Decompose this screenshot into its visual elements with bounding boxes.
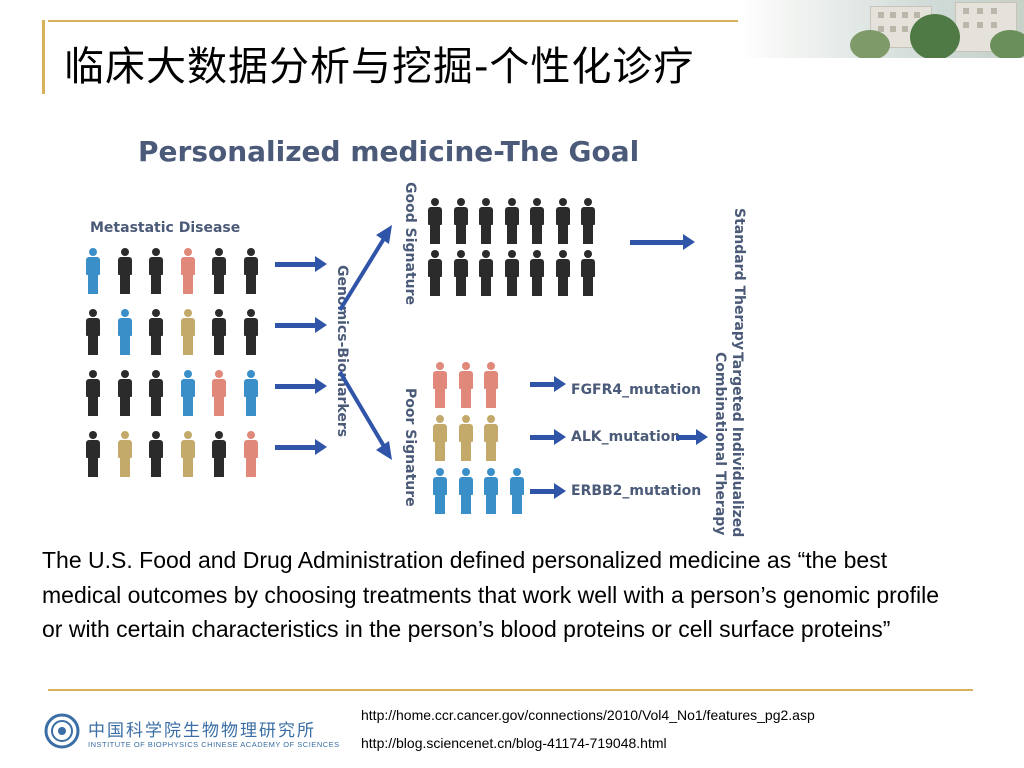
patient-figure-black <box>453 198 468 244</box>
patient-figure-blue <box>243 370 258 416</box>
patient-figure-black <box>504 198 519 244</box>
fgfr4-arrow <box>530 376 566 392</box>
footer-rule <box>48 689 973 691</box>
patient-figure-black <box>243 248 258 294</box>
patient-figure-black <box>243 309 258 355</box>
good-branch-arrow-line <box>338 235 387 312</box>
patient-figure-black <box>479 198 493 244</box>
patient-figure-tan <box>117 431 132 477</box>
patient-figure-blue <box>509 468 524 514</box>
reference-link-2[interactable]: http://blog.sciencenet.cn/blog-41174-719… <box>361 735 667 751</box>
patient-figure-salmon <box>484 362 498 408</box>
patient-figure-black <box>149 248 163 294</box>
alk-to-therapy-arrow <box>676 429 708 445</box>
good-signature-label: Good Signature <box>402 182 418 305</box>
header-campus-photo <box>740 0 1024 58</box>
patient-figure-tan <box>180 309 195 355</box>
grid-arrow-2 <box>275 317 327 333</box>
patient-figure-black <box>555 250 570 296</box>
patient-figure-black <box>212 309 226 355</box>
patient-figure-black <box>212 248 226 294</box>
patient-figure-blue <box>433 468 447 514</box>
patient-figure-tan <box>180 431 195 477</box>
alk-arrow <box>530 429 566 445</box>
patient-figure-black <box>428 250 442 296</box>
patient-figure-tan <box>458 415 473 461</box>
patient-figure-salmon <box>433 362 447 408</box>
standard-therapy-label: Standard Therapy <box>731 208 747 350</box>
patient-figure-black <box>581 250 595 296</box>
grid-arrow-4 <box>275 439 327 455</box>
header-rule <box>48 20 738 22</box>
patient-figure-salmon <box>458 362 473 408</box>
patient-figure-black <box>117 370 132 416</box>
patient-figure-salmon <box>212 370 226 416</box>
institute-logo-icon <box>44 713 80 749</box>
patient-figure-salmon <box>243 431 258 477</box>
slide-title: 临床大数据分析与挖掘-个性化诊疗 <box>64 44 695 90</box>
patient-figure-black <box>86 431 100 477</box>
targeted-therapy-label-2: Combinational Therapy <box>712 352 728 536</box>
patient-figure-salmon <box>180 248 195 294</box>
reference-link-1[interactable]: http://home.ccr.cancer.gov/connections/2… <box>361 707 815 723</box>
erbb2-mutation-label: ERBB2_mutation <box>571 483 702 499</box>
patient-figure-black <box>149 431 163 477</box>
grid-arrow-3 <box>275 378 327 394</box>
good-branch-arrowhead <box>376 225 392 244</box>
personalized-medicine-figure: Personalized medicine-The Goal Metastati… <box>80 120 780 540</box>
patient-figure-black <box>530 250 544 296</box>
patient-figure-black <box>86 370 100 416</box>
patient-figure-black <box>86 309 100 355</box>
poor-branch-arrow-line <box>338 370 387 450</box>
fgfr4-mutation-label: FGFR4_mutation <box>571 382 701 398</box>
patient-figure-black <box>530 198 544 244</box>
patient-figure-black <box>555 198 570 244</box>
grid-arrow-1 <box>275 256 327 272</box>
patient-figure-black <box>428 198 442 244</box>
poor-signature-label: Poor Signature <box>402 388 418 507</box>
metastatic-disease-label: Metastatic Disease <box>90 220 241 236</box>
patient-figure-blue <box>86 248 100 294</box>
branch-arrows <box>338 225 392 460</box>
patient-figure-black <box>117 248 132 294</box>
patient-figure-tan <box>484 415 498 461</box>
patient-figure-black <box>149 370 163 416</box>
figure-title: Personalized medicine-The Goal <box>138 135 640 168</box>
title-accent-bar <box>42 20 45 94</box>
institute-name-cn: 中国科学院生物物理研究所 <box>88 721 316 741</box>
patient-figure-black <box>581 198 595 244</box>
standard-therapy-arrow <box>630 234 695 250</box>
patient-figure-black <box>149 309 163 355</box>
patient-figure-tan <box>433 415 447 461</box>
erbb2-arrow <box>530 483 566 499</box>
patient-figure-blue <box>484 468 498 514</box>
patient-figure-black <box>504 250 519 296</box>
patient-figure-blue <box>180 370 195 416</box>
patient-figure-blue <box>117 309 132 355</box>
patient-figure-black <box>212 431 226 477</box>
patient-figure-blue <box>458 468 473 514</box>
poor-branch-arrowhead <box>376 441 392 460</box>
patient-figure-black <box>453 250 468 296</box>
alk-mutation-label: ALK_mutation <box>571 429 681 445</box>
institute-name-en: INSTITUTE OF BIOPHYSICS CHINESE ACADEMY … <box>88 740 340 749</box>
patient-figure-black <box>479 250 493 296</box>
fda-definition-text: The U.S. Food and Drug Administration de… <box>42 547 939 642</box>
targeted-therapy-label-1: Targeted Individualized <box>729 352 745 538</box>
